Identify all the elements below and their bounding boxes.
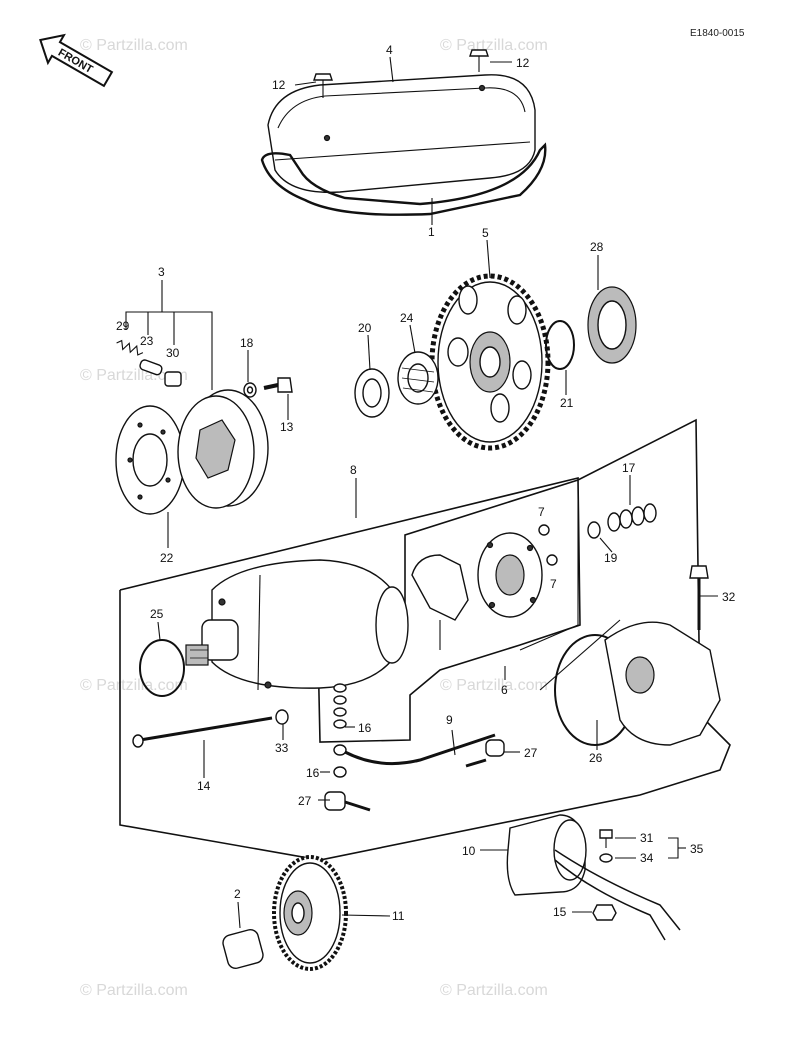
part-7-spring-upper (538, 524, 550, 536)
callout-1: 1 (428, 225, 435, 239)
diagram-code: E1840-0015 (690, 28, 745, 39)
part-12-bolt-left (313, 73, 333, 98)
callout-3: 3 (158, 265, 165, 279)
part-20-washer (354, 368, 390, 418)
part-7-spring-lower (546, 554, 558, 566)
callout-6: 6 (501, 683, 508, 697)
part-32-bolt (689, 565, 709, 630)
part-31-screw (599, 829, 613, 848)
callout-13: 13 (280, 420, 294, 434)
watermark: © Partzilla.com (440, 677, 548, 694)
callout-18: 18 (240, 336, 254, 350)
part-14-through-bolt (139, 716, 273, 742)
watermark: © Partzilla.com (80, 982, 188, 999)
part-34-washer (599, 853, 613, 863)
callout-33: 33 (275, 741, 289, 755)
callout-8: 8 (350, 463, 357, 477)
part-3-starter-clutch (177, 389, 269, 509)
callout-22: 22 (160, 551, 174, 565)
callout-20: 20 (358, 321, 372, 335)
part-brush-holder (411, 554, 469, 650)
part-18-washer (243, 382, 257, 398)
callout-11: 11 (392, 909, 405, 923)
part-23-pin (139, 359, 163, 376)
part-19-washer (587, 521, 601, 539)
part-24-needle-bearing (397, 351, 439, 405)
callout-12-right: 12 (516, 56, 530, 70)
leader-lines (125, 56, 718, 929)
callout-14: 14 (197, 779, 211, 793)
callout-30: 30 (166, 346, 180, 360)
callout-35: 35 (690, 842, 704, 856)
part-27-terminal-left (324, 791, 371, 812)
part-end-plate (477, 532, 543, 618)
part-16-nut-stack (333, 683, 347, 778)
part-21-ring (545, 320, 575, 370)
part-29-spring (116, 339, 144, 356)
part-12-bolt-right (469, 49, 489, 72)
callout-26: 26 (589, 751, 603, 765)
part-5-gear (429, 273, 551, 451)
watermark: © Partzilla.com (440, 37, 548, 54)
callout-34: 34 (640, 851, 654, 865)
part-27-terminal-right (465, 739, 505, 768)
callout-31: 31 (640, 831, 654, 845)
part-25-o-ring (139, 639, 185, 697)
watermarks: © Partzilla.com © Partzilla.com © Partzi… (80, 37, 548, 999)
callout-16-upper: 16 (358, 721, 372, 735)
callouts: 4 12 12 1 5 28 3 29 23 30 24 20 18 21 13… (116, 43, 736, 923)
part-17-shims (607, 503, 657, 532)
callout-12-left: 12 (272, 78, 286, 92)
front-arrow-icon: FRONT (39, 33, 114, 88)
part-14-bolt-head (132, 734, 144, 748)
callout-21: 21 (560, 396, 574, 410)
part-11-idler-gear (272, 855, 348, 971)
callout-25: 25 (150, 607, 164, 621)
part-13-bolt (263, 377, 293, 393)
part-26-end-cover (554, 621, 721, 746)
callout-24: 24 (400, 311, 414, 325)
callout-27-left: 27 (298, 794, 312, 808)
callout-17: 17 (622, 461, 636, 475)
watermark: © Partzilla.com (80, 677, 188, 694)
callout-4: 4 (386, 43, 393, 57)
callout-23: 23 (140, 334, 154, 348)
callout-27-right: 27 (524, 746, 538, 760)
assembly-6-outline (519, 480, 579, 651)
callout-15: 15 (553, 905, 567, 919)
part-8-starter-motor (185, 559, 409, 691)
part-1-gasket (260, 142, 547, 216)
watermark: © Partzilla.com (440, 982, 548, 999)
callout-28: 28 (590, 240, 604, 254)
part-9-cable (344, 733, 496, 766)
part-10-starter-solenoid (506, 814, 681, 941)
part-28-seal (587, 286, 637, 364)
callout-32: 32 (722, 590, 736, 604)
callout-29: 29 (116, 319, 130, 333)
callout-7-lower: 7 (550, 577, 557, 591)
callout-5: 5 (482, 226, 489, 240)
callout-7-upper: 7 (538, 505, 545, 519)
part-4-cover (267, 74, 536, 194)
part-2-shaft (222, 929, 264, 969)
part-15-nut (592, 904, 617, 921)
callout-16-lower: 16 (306, 766, 320, 780)
part-33-washer (275, 709, 289, 725)
callout-2: 2 (234, 887, 241, 901)
part-30-roller (164, 371, 182, 387)
part-22-plate (115, 405, 185, 515)
assembly-8-outline (119, 418, 731, 861)
callout-9: 9 (446, 713, 453, 727)
callout-10: 10 (462, 844, 476, 858)
watermark: © Partzilla.com (80, 37, 188, 54)
callout-19: 19 (604, 551, 618, 565)
